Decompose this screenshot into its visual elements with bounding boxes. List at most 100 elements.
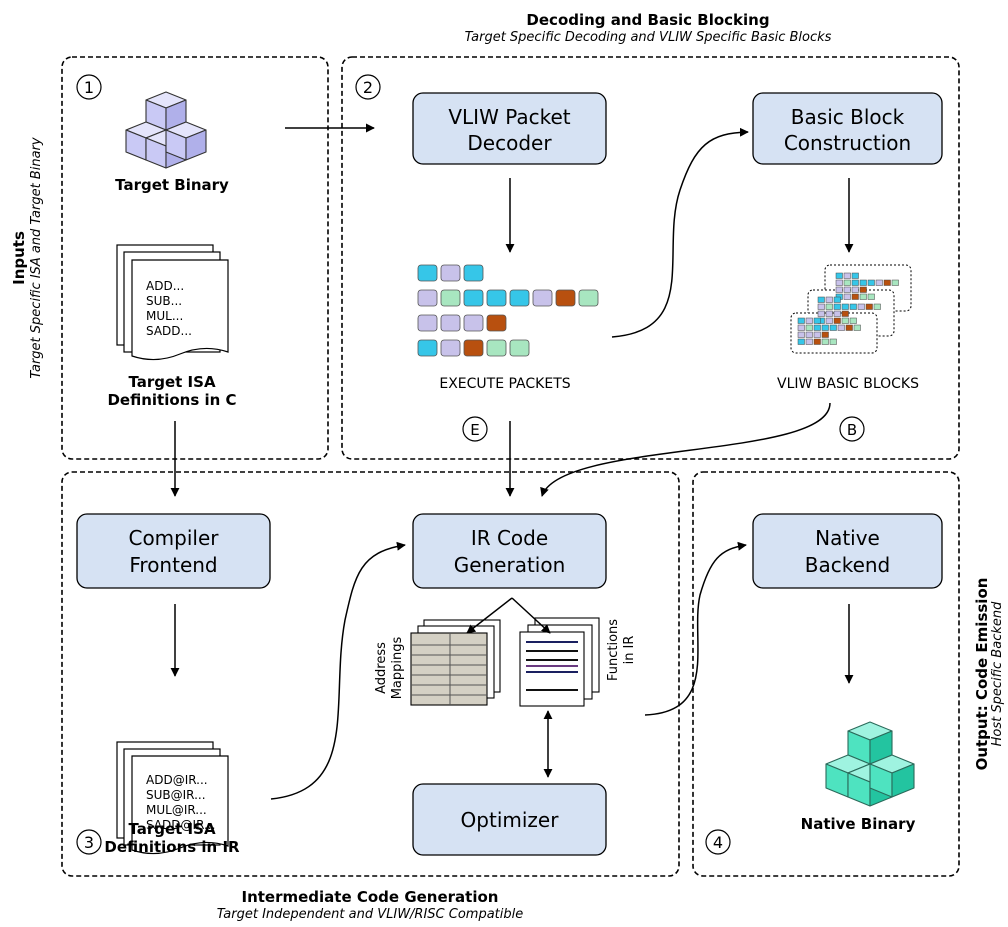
arrow-packets-to-bbconstruction: [611, 127, 749, 338]
svg-text:Generation: Generation: [454, 553, 566, 577]
intermediate-title: Intermediate Code Generation: [242, 888, 499, 906]
block-cell: [813, 331, 821, 338]
block-cell: [851, 279, 859, 286]
block-cell: [859, 293, 867, 300]
block-cell: [821, 331, 829, 338]
vliw-basic-blocks-icon: [790, 264, 912, 354]
section-output-frame: [692, 471, 960, 877]
block-cell: [853, 324, 861, 331]
block-cell: [859, 286, 867, 293]
packet-cell: [532, 289, 553, 307]
svg-text:Optimizer: Optimizer: [461, 808, 560, 832]
block-cell: [825, 303, 833, 310]
doc-c-line: MUL...: [146, 309, 183, 323]
block-cell: [849, 303, 857, 310]
functions-in-ir-icon: [519, 617, 600, 707]
packet-cell: [417, 314, 438, 332]
doc-c-line: SUB...: [146, 294, 182, 308]
block-cell: [829, 338, 837, 345]
svg-text:Native: Native: [815, 526, 880, 550]
block-cell: [841, 310, 849, 317]
block-cell: [833, 303, 841, 310]
intermediate-subtitle: Target Independent and VLIW/RISC Compati…: [217, 907, 524, 922]
doc-ir-line: SADD@IR...: [146, 818, 215, 832]
packet-cell: [463, 289, 484, 307]
block-cell: [857, 303, 865, 310]
marker-b: B: [839, 416, 865, 442]
arrow-irgen-to-mappings: [466, 597, 513, 634]
target-binary-cubes-icon: [125, 91, 207, 169]
address-mappings-label: Address: [374, 642, 389, 694]
packet-cell: [463, 339, 484, 357]
block-cell: [833, 317, 841, 324]
arrow-functions-to-backend: [644, 541, 747, 716]
block-cell: [833, 296, 841, 303]
doc-ir-line: SUB@IR...: [146, 788, 206, 802]
arrow-irgen-to-functions: [511, 597, 551, 634]
block-cell: [797, 338, 805, 345]
svg-text:IR Code: IR Code: [471, 526, 548, 550]
packet-cell: [509, 289, 530, 307]
svg-text:B: B: [847, 421, 857, 439]
packet-cell: [486, 289, 507, 307]
block-cell: [851, 293, 859, 300]
native-backend-box: Native Backend: [752, 513, 943, 589]
block-cell: [891, 279, 899, 286]
svg-text:1: 1: [84, 78, 94, 97]
block-cell: [835, 286, 843, 293]
block-cell: [829, 324, 837, 331]
target-isa-c-label: Target ISA: [128, 373, 216, 391]
doc-c-line: SADD...: [146, 324, 192, 338]
doc-ir-line: MUL@IR...: [146, 803, 207, 817]
native-binary-label: Native Binary: [801, 815, 916, 833]
marker-e: E: [462, 416, 488, 442]
step-number-4: 4: [705, 829, 731, 855]
packet-cell: [417, 289, 438, 307]
block-cell: [841, 317, 849, 324]
doc-ir-line: ADD@IR...: [146, 773, 208, 787]
block-cell: [821, 324, 829, 331]
decoding-subtitle: Target Specific Decoding and VLIW Specif…: [465, 30, 832, 45]
block-cell: [843, 279, 851, 286]
target-isa-ir-label: Definitions in IR: [104, 838, 240, 856]
block-cell: [797, 317, 805, 324]
packet-cell: [509, 339, 530, 357]
block-cell: [825, 296, 833, 303]
native-binary-cubes-icon: [825, 721, 915, 807]
svg-text:4: 4: [713, 833, 723, 852]
block-cell: [873, 303, 881, 310]
ir-code-generation-box: IR Code Generation: [412, 513, 607, 589]
block-cell: [843, 272, 851, 279]
inputs-subtitle: Target Specific ISA and Target Binary: [29, 137, 44, 378]
section-inputs-frame: [61, 56, 329, 460]
block-cell: [835, 279, 843, 286]
block-cell: [833, 310, 841, 317]
svg-text:3: 3: [84, 833, 94, 852]
packet-cell: [440, 289, 461, 307]
arrow-blocks-to-irgen: [540, 402, 831, 497]
block-cell: [851, 272, 859, 279]
block-cell: [805, 338, 813, 345]
step-number-2: 2: [355, 74, 381, 100]
packet-cell: [486, 339, 507, 357]
block-cell: [805, 317, 813, 324]
target-isa-c-document-icon: ADD... SUB... MUL... SADD...: [116, 244, 229, 361]
step-number-1: 1: [76, 74, 102, 100]
section-intermediate-frame: [61, 471, 680, 877]
block-cell: [837, 324, 845, 331]
block-cell: [845, 324, 853, 331]
block-cell: [841, 303, 849, 310]
address-mappings-label: Mappings: [390, 636, 405, 699]
packet-cell: [486, 314, 507, 332]
target-isa-ir-label: Target ISA: [128, 820, 216, 838]
address-mappings-table-icon: [410, 619, 501, 706]
block-cell: [825, 310, 833, 317]
block-cell: [851, 286, 859, 293]
packet-cell: [440, 264, 461, 282]
output-subtitle: Host Specific Backend: [990, 601, 1005, 746]
functions-in-ir-label: in IR: [622, 636, 637, 665]
execute-packets-label: EXECUTE PACKETS: [439, 376, 570, 392]
basic-block-construction-box: Basic Block Construction: [752, 92, 943, 165]
execute-packets-grid: [417, 264, 599, 357]
